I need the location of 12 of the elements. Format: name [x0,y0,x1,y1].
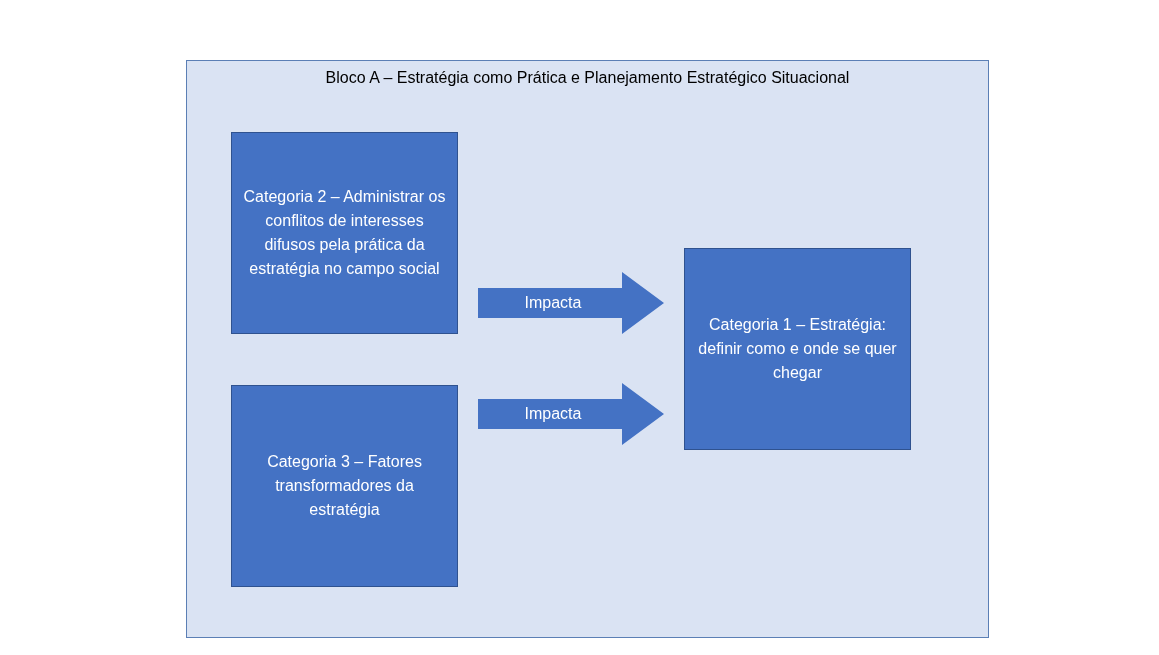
edge-label: Impacta [524,293,582,313]
category-text: Categoria 1 – Estratégia: definir como e onde se quer chegar [697,315,898,383]
category-box [231,385,458,587]
panel-heading: Bloco A – Estratégia como Prática e Planejamento Estratégico Situacional [325,69,850,86]
category-text: Categoria 2 – Administrar os conflitos de interesses difusos pela prática da estratégia no campo social [242,187,447,279]
block-arrow [478,272,664,334]
category-box [684,248,911,450]
edge-label: Impacta [524,404,582,424]
category-text: Categoria 3 – Fatores transformadores da estratégia [266,452,423,520]
block-arrow [478,383,664,445]
category-box [231,132,458,334]
group-panel [186,60,989,638]
